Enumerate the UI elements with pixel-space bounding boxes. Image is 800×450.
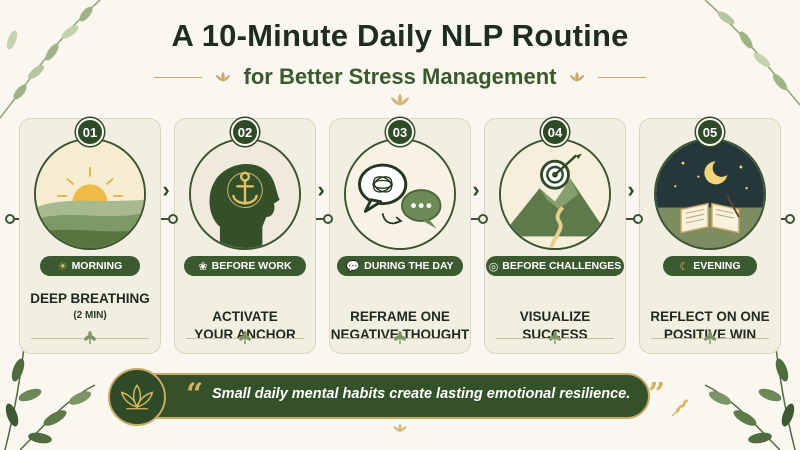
time-badge: ☾ EVENING (663, 256, 757, 276)
time-badge: ❀ BEFORE WORK (184, 256, 306, 276)
lotus-icon (569, 71, 585, 82)
step-duration: (2 MIN) (73, 310, 107, 321)
bottom-left-leaves (4, 339, 96, 450)
lotus-icon (120, 384, 154, 410)
step-label: DEEP BREATHING (2 MIN) (19, 290, 161, 324)
sprig-icon (239, 331, 251, 345)
lotus-icon (390, 93, 410, 106)
time-badge-label: MORNING (71, 260, 123, 272)
subtitle-row: for Better Stress Management (0, 62, 800, 92)
quote-banner (130, 373, 650, 419)
connector-dot (323, 214, 333, 224)
lotus-icon (393, 423, 407, 432)
lotus-icon (215, 71, 230, 82)
sunrise-illustration (34, 138, 146, 250)
moon-icon: ☾ (679, 260, 690, 273)
chevron-right-icon: › (627, 177, 635, 202)
head-anchor-illustration (189, 138, 301, 250)
time-badge: 💬 DURING THE DAY (337, 256, 463, 276)
target-icon: ◎ (488, 260, 499, 273)
page-subtitle: for Better Stress Management (243, 64, 557, 89)
lotus-emblem (108, 368, 166, 426)
connector-dot (5, 214, 15, 224)
time-badge-label: BEFORE WORK (211, 260, 292, 272)
top-right-leaves (704, 0, 800, 106)
mountain-target-illustration (499, 138, 611, 250)
time-badge: ☀ MORNING (40, 256, 140, 276)
chevron-right-icon: › (162, 177, 170, 202)
sprig-icon (84, 331, 96, 345)
divider (153, 76, 202, 78)
time-badge-label: DURING THE DAY (364, 260, 454, 272)
sprig-icon (394, 331, 406, 345)
chevron-right-icon: › (317, 177, 325, 202)
time-badge-label: EVENING (693, 260, 741, 272)
step-number: 01 (76, 118, 104, 146)
step-number: 03 (386, 118, 414, 146)
sprig-icon (671, 399, 689, 417)
divider (598, 76, 647, 78)
step-number: 04 (541, 118, 569, 146)
chevron-right-icon: › (472, 177, 480, 202)
step-number: 05 (696, 118, 724, 146)
step-title: DEEP BREATHING (30, 291, 150, 306)
connector-dot (785, 214, 795, 224)
time-badge-label: BEFORE CHALLENGES (502, 260, 622, 272)
close-quote-mark: ” (648, 377, 666, 412)
sun-icon: ☀ (57, 260, 68, 273)
bottom-right-leaves (704, 339, 796, 450)
time-badge: ◎ BEFORE CHALLENGES (486, 256, 624, 276)
night-journal-illustration (654, 138, 766, 250)
connector-dot (633, 214, 643, 224)
open-quote-mark: “ (186, 377, 204, 412)
speech-bubbles-illustration (344, 138, 456, 250)
connector-dot (478, 214, 488, 224)
page-title: A 10-Minute Daily NLP Routine (171, 18, 629, 53)
sprig-icon (549, 331, 561, 345)
top-left-leaves (0, 0, 101, 119)
chat-icon: 💬 (346, 260, 361, 273)
connector-dot (168, 214, 178, 224)
quote-text: Small daily mental habits create lasting… (212, 386, 631, 402)
sprig-icon (704, 331, 716, 345)
brain-icon: ❀ (198, 260, 208, 273)
step-number: 02 (231, 118, 259, 146)
